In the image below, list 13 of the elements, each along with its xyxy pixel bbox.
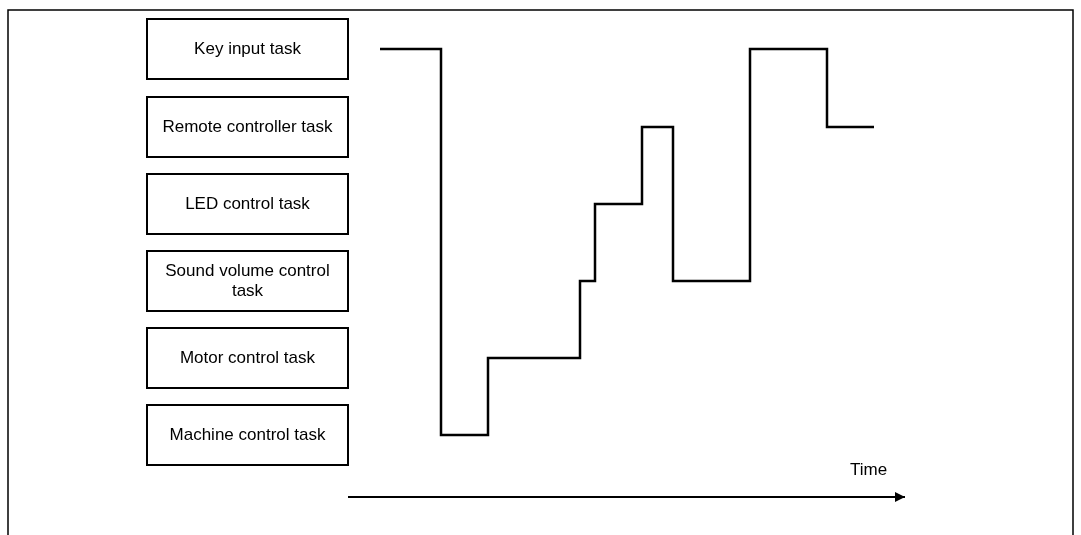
task-name: Key input task	[193, 39, 302, 59]
task-name: LED control task	[184, 194, 311, 214]
task-box	[146, 404, 349, 466]
task-box	[146, 18, 349, 80]
task-name: Motor control task	[178, 348, 317, 368]
task-box	[146, 96, 349, 158]
task-name: Machine control task	[168, 425, 327, 445]
task-box	[146, 327, 349, 389]
task-box	[146, 250, 349, 312]
axis-label: Time	[850, 460, 888, 480]
task-name: Sound volume control task	[164, 261, 331, 301]
task-box	[146, 173, 349, 235]
task-name: Remote controller task	[161, 117, 334, 137]
